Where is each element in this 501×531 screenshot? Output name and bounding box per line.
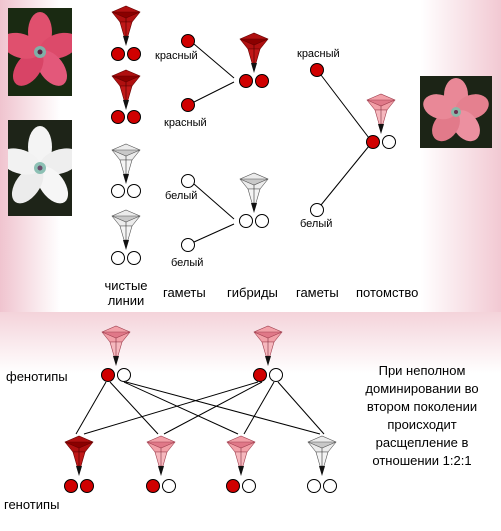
- f2-red-flower: [64, 435, 94, 477]
- parent-white-flower-1: [111, 143, 141, 185]
- allele-red: [127, 110, 141, 124]
- allele-red: [226, 479, 240, 493]
- allele-white: [307, 479, 321, 493]
- label-red-gamete-3: красный: [297, 48, 340, 60]
- f1-parent-pink-flower-1: [101, 325, 131, 367]
- stage-gametes-1: гаметы: [163, 285, 206, 300]
- f2-pink-flower-2: [226, 435, 256, 477]
- f2-pink-flower-1: [146, 435, 176, 477]
- pink-flower-photo: [420, 76, 492, 148]
- allele-white: [269, 368, 283, 382]
- f2-white-flower: [307, 435, 337, 477]
- genotypes-label: генотипы: [4, 497, 60, 512]
- allele-red: [64, 479, 78, 493]
- connector: [320, 145, 370, 206]
- gamete-red-1: [181, 34, 195, 48]
- cross-lines: [75, 381, 325, 435]
- label-white-gamete-2: белый: [171, 257, 204, 269]
- label-white-gamete-1: белый: [165, 190, 198, 202]
- gamete-red-2: [181, 98, 195, 112]
- allele-red: [111, 110, 125, 124]
- parent-white-flower-2: [111, 209, 141, 251]
- allele-red: [366, 135, 380, 149]
- phenotypes-label: фенотипы: [6, 369, 68, 384]
- gamete-red-3: [310, 63, 324, 77]
- connector: [193, 81, 235, 103]
- allele-white: [242, 479, 256, 493]
- allele-white: [162, 479, 176, 493]
- connector: [193, 223, 235, 243]
- stage-pure-lines: чистые линии: [104, 278, 148, 308]
- allele-red: [80, 479, 94, 493]
- allele-red: [253, 368, 267, 382]
- allele-white: [127, 251, 141, 265]
- allele-red: [101, 368, 115, 382]
- allele-red: [255, 74, 269, 88]
- parent-red-flower-1: [111, 5, 141, 47]
- allele-white: [111, 184, 125, 198]
- allele-red: [111, 47, 125, 61]
- ratio-note: При неполном доминировании во втором пок…: [365, 363, 479, 468]
- hybrid-white-flower: [239, 172, 269, 214]
- offspring-pink-flower: [366, 93, 396, 135]
- white-flower-photo: [8, 120, 72, 216]
- connector: [193, 43, 235, 79]
- allele-white: [111, 251, 125, 265]
- parent-red-flower-2: [111, 69, 141, 111]
- stage-hybrids: гибриды: [227, 285, 278, 300]
- stage-gametes-2: гаметы: [296, 285, 339, 300]
- allele-white: [255, 214, 269, 228]
- allele-red: [239, 74, 253, 88]
- red-flower-photo: [8, 8, 72, 96]
- f1-parent-pink-flower-2: [253, 325, 283, 367]
- hybrid-red-flower: [239, 32, 269, 74]
- allele-white: [239, 214, 253, 228]
- stage-offspring: потомство: [356, 285, 419, 300]
- gamete-white-1: [181, 174, 195, 188]
- allele-red: [146, 479, 160, 493]
- connector: [193, 183, 235, 220]
- allele-white: [323, 479, 337, 493]
- label-red-gamete-2: красный: [164, 117, 207, 129]
- label-white-gamete-3: белый: [300, 218, 333, 230]
- allele-white: [127, 184, 141, 198]
- allele-red: [127, 47, 141, 61]
- allele-white: [117, 368, 131, 382]
- allele-white: [382, 135, 396, 149]
- label-red-gamete-1: красный: [155, 50, 198, 62]
- gamete-white-2: [181, 238, 195, 252]
- gamete-white-3: [310, 203, 324, 217]
- connector: [320, 74, 370, 139]
